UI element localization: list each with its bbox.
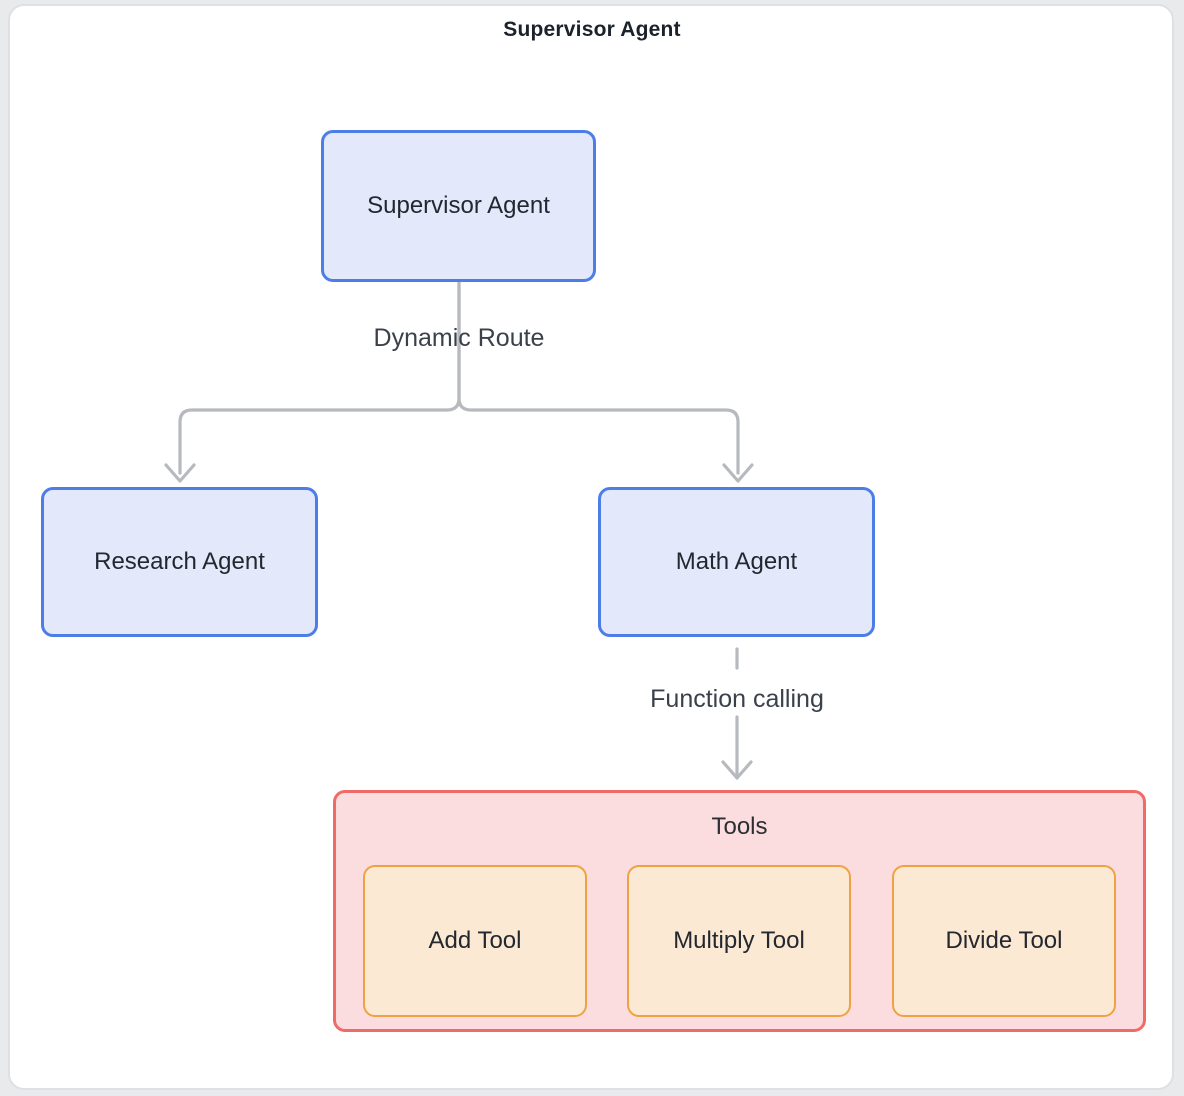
diagram-title: Supervisor Agent (503, 18, 681, 41)
node-multiply-tool: Multiply Tool (627, 865, 851, 1017)
node-supervisor-agent: Supervisor Agent (321, 130, 596, 282)
subgraph-tools-label: Tools (711, 813, 768, 840)
node-research-agent-label: Research Agent (94, 548, 265, 575)
node-math-agent: Math Agent (598, 487, 875, 637)
node-supervisor-agent-label: Supervisor Agent (367, 192, 550, 219)
edge-label-dynamic-route: Dynamic Route (373, 324, 545, 352)
node-research-agent: Research Agent (41, 487, 318, 637)
node-multiply-tool-label: Multiply Tool (673, 927, 805, 954)
node-divide-tool: Divide Tool (892, 865, 1116, 1017)
node-math-agent-label: Math Agent (675, 548, 798, 575)
node-add-tool-label: Add Tool (428, 927, 522, 954)
edge-label-function-calling: Function calling (650, 685, 824, 713)
node-add-tool: Add Tool (363, 865, 587, 1017)
node-divide-tool-label: Divide Tool (945, 927, 1063, 954)
